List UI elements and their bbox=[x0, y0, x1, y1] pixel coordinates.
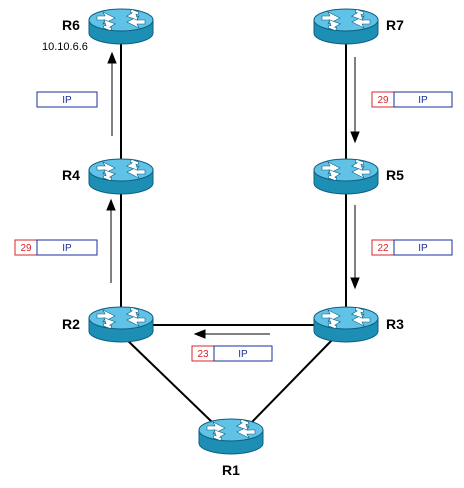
mpls-label-value: 29 bbox=[377, 95, 389, 106]
routers bbox=[88, 8, 379, 455]
router-address-r6: 10.10.6.6 bbox=[42, 41, 88, 53]
mpls-label-value: 23 bbox=[197, 349, 209, 360]
router-icon[interactable] bbox=[313, 306, 379, 343]
router-icon[interactable] bbox=[313, 158, 379, 195]
router-icon[interactable] bbox=[88, 8, 154, 45]
ip-header-label: IP bbox=[62, 95, 72, 106]
router-icon[interactable] bbox=[198, 418, 264, 455]
router-name-r5: R5 bbox=[386, 167, 404, 183]
router-name-r7: R7 bbox=[386, 17, 404, 33]
label-stack-r4-r6: IP bbox=[36, 91, 98, 108]
ip-header-label: IP bbox=[418, 95, 428, 106]
router-icon[interactable] bbox=[313, 8, 379, 45]
arrow-icon bbox=[106, 198, 116, 283]
label-stack-r5-r3: 22 IP bbox=[371, 239, 453, 256]
links bbox=[120, 36, 347, 423]
link-r2-r1 bbox=[124, 337, 213, 423]
router-labels: R6 10.10.6.6 R7 R4 R5 R2 R3 R1 bbox=[42, 17, 404, 478]
label-stacks: IP 29 IP 29 IP 22 IP 23 IP bbox=[14, 91, 453, 362]
label-stack-r7-r5: 29 IP bbox=[371, 91, 453, 108]
router-name-r1: R1 bbox=[222, 462, 240, 478]
link-r3-r1 bbox=[251, 337, 335, 423]
router-name-r3: R3 bbox=[386, 316, 404, 332]
mpls-label-value: 29 bbox=[20, 243, 32, 254]
label-stack-r3-r2: 23 IP bbox=[191, 345, 273, 362]
arrow-icon bbox=[350, 57, 360, 144]
router-name-r4: R4 bbox=[62, 167, 80, 183]
router-name-r2: R2 bbox=[62, 316, 80, 332]
arrow-icon bbox=[350, 205, 360, 290]
direction-arrows bbox=[106, 51, 360, 339]
mpls-label-value: 22 bbox=[377, 243, 389, 254]
arrow-icon bbox=[193, 329, 270, 339]
router-icon[interactable] bbox=[88, 306, 154, 343]
arrow-icon bbox=[107, 51, 117, 136]
ip-header-label: IP bbox=[418, 243, 428, 254]
router-name-r6: R6 bbox=[62, 17, 80, 33]
ip-header-label: IP bbox=[62, 243, 72, 254]
router-icon[interactable] bbox=[88, 158, 154, 195]
label-stack-r2-r4: 29 IP bbox=[14, 239, 98, 256]
ip-header-label: IP bbox=[238, 349, 248, 360]
